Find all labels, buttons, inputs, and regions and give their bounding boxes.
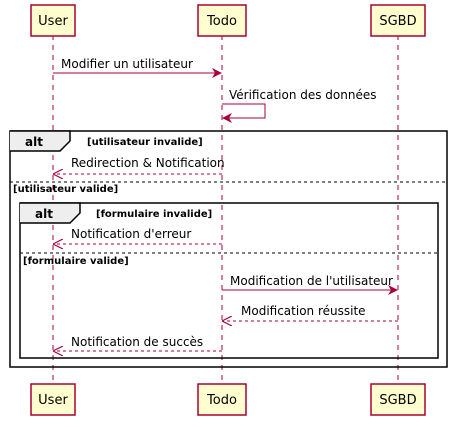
message-label: Modification de l'utilisateur bbox=[230, 274, 393, 288]
message-label: Vérification des données bbox=[229, 88, 377, 102]
message-redirection-notification: Redirection & Notification bbox=[54, 156, 225, 174]
participant-todo-top: Todo bbox=[197, 4, 247, 37]
message-label: Notification de succès bbox=[71, 335, 203, 349]
alt-keyword: alt bbox=[25, 135, 43, 149]
message-label: Modification réussite bbox=[241, 304, 366, 318]
participant-todo-bottom: Todo bbox=[197, 383, 247, 416]
participant-sgbd-bottom: SGBD bbox=[370, 383, 426, 416]
alt-keyword: alt bbox=[35, 207, 53, 221]
alt-condition: [formulaire valide] bbox=[23, 256, 129, 267]
participant-user-label: User bbox=[38, 14, 68, 29]
participant-user-label-bottom: User bbox=[38, 393, 68, 408]
participant-user-bottom: User bbox=[30, 383, 76, 416]
alt-condition: [formulaire invalide] bbox=[96, 209, 212, 220]
message-label: Redirection & Notification bbox=[71, 156, 225, 170]
message-notification-erreur: Notification d'erreur bbox=[54, 227, 222, 244]
participant-todo-label: Todo bbox=[206, 14, 237, 29]
alt-condition: [utilisateur valide] bbox=[13, 184, 118, 195]
participant-user-top: User bbox=[30, 4, 76, 37]
participant-sgbd-top: SGBD bbox=[370, 4, 426, 37]
participant-todo-label-bottom: Todo bbox=[206, 393, 237, 408]
alt-condition: [utilisateur invalide] bbox=[87, 137, 203, 148]
message-verification-donnees: Vérification des données bbox=[222, 88, 377, 123]
alt-fragment-inner: alt [formulaire invalide] [formulaire va… bbox=[19, 202, 439, 359]
message-modification-utilisateur: Modification de l'utilisateur bbox=[222, 274, 398, 295]
message-label: Notification d'erreur bbox=[71, 227, 191, 241]
message-label: Modifier un utilisateur bbox=[61, 57, 193, 71]
message-modification-reussite: Modification réussite bbox=[223, 304, 398, 321]
message-notification-succes: Notification de succès bbox=[54, 335, 222, 351]
participant-sgbd-label: SGBD bbox=[379, 14, 416, 29]
alt-fragment-outer: alt [utilisateur invalide] [utilisateur … bbox=[9, 130, 448, 368]
participant-sgbd-label-bottom: SGBD bbox=[379, 393, 416, 408]
message-modifier-utilisateur: Modifier un utilisateur bbox=[53, 57, 222, 78]
